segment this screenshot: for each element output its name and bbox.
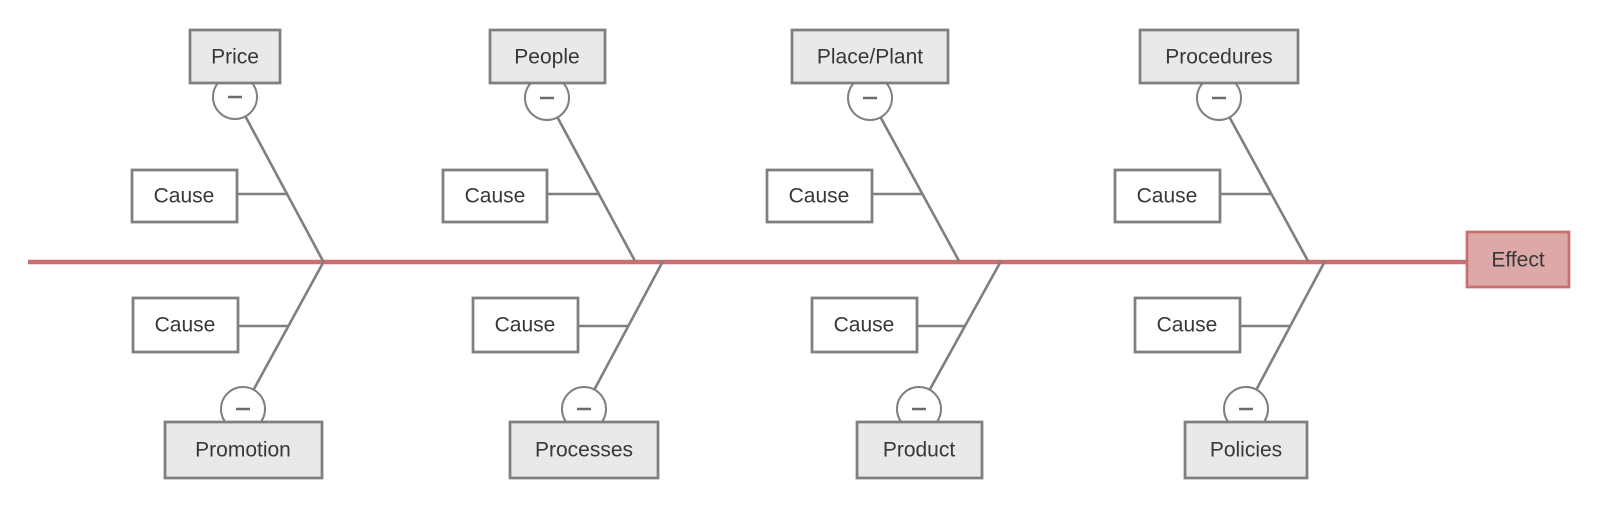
cause-shape[interactable] (1133, 296, 1242, 354)
category-box: Promotion (163, 420, 324, 480)
collapse-toggle[interactable] (524, 75, 570, 121)
cause-shape[interactable] (1113, 168, 1222, 224)
category-box: Policies (1183, 420, 1309, 480)
effect-box: Effect (1465, 230, 1571, 289)
cause-label: Cause (155, 314, 216, 337)
cause-shape[interactable] (810, 296, 919, 354)
category-shape[interactable] (188, 28, 282, 85)
cause-box: Cause (130, 168, 239, 224)
effect-label: Effect (1491, 249, 1544, 272)
category-label: Place/Plant (817, 46, 923, 69)
branch-bottom-product: Product Cause (810, 260, 1003, 480)
category-box: Place/Plant (790, 28, 950, 85)
category-label: Procedures (1165, 46, 1272, 69)
cause-label: Cause (834, 314, 895, 337)
branch-bottom-processes: Processes Cause (471, 260, 665, 480)
effect-shape[interactable] (1465, 230, 1571, 289)
cause-label: Cause (465, 185, 526, 208)
category-label: Promotion (195, 439, 291, 462)
bone-line[interactable] (233, 96, 325, 262)
branch-bottom-policies: Policies Cause (1133, 260, 1327, 480)
cause-box: Cause (765, 168, 874, 224)
cause-box: Cause (131, 296, 240, 354)
bone-line[interactable] (241, 260, 326, 410)
branch-top-place-plant: Place/Plant Cause (765, 28, 961, 262)
bone-line[interactable] (582, 260, 665, 410)
category-label: Processes (535, 439, 633, 462)
bone-line[interactable] (545, 97, 637, 262)
bone-line[interactable] (1217, 97, 1310, 262)
branch-top-price: Price Cause (130, 28, 325, 262)
cause-box: Cause (441, 168, 549, 224)
category-box: People (488, 28, 607, 85)
category-shape[interactable] (1138, 28, 1300, 85)
cause-box: Cause (471, 296, 580, 354)
bone-line[interactable] (917, 260, 1003, 410)
category-box: Processes (508, 420, 660, 480)
category-label: People (514, 46, 579, 69)
category-label: Price (211, 46, 259, 69)
category-label: Product (883, 439, 956, 462)
cause-shape[interactable] (441, 168, 549, 224)
cause-box: Cause (1133, 296, 1242, 354)
cause-shape[interactable] (131, 296, 240, 354)
cause-label: Cause (154, 185, 215, 208)
category-box: Procedures (1138, 28, 1300, 85)
category-shape[interactable] (488, 28, 607, 85)
cause-shape[interactable] (130, 168, 239, 224)
branch-top-people: People Cause (441, 28, 637, 262)
bone-line[interactable] (1244, 260, 1327, 410)
collapse-toggle[interactable] (1223, 386, 1269, 432)
category-shape[interactable] (508, 420, 660, 480)
category-box: Product (855, 420, 984, 480)
cause-shape[interactable] (471, 296, 580, 354)
cause-box: Cause (1113, 168, 1222, 224)
category-shape[interactable] (1183, 420, 1309, 480)
cause-label: Cause (1157, 314, 1218, 337)
branch-top-procedures: Procedures Cause (1113, 28, 1310, 262)
category-shape[interactable] (163, 420, 324, 480)
cause-label: Cause (789, 185, 850, 208)
category-box: Price (188, 28, 282, 85)
category-shape[interactable] (790, 28, 950, 85)
category-shape[interactable] (855, 420, 984, 480)
cause-shape[interactable] (765, 168, 874, 224)
cause-box: Cause (810, 296, 919, 354)
bone-line[interactable] (868, 97, 961, 262)
category-label: Policies (1210, 439, 1282, 462)
cause-label: Cause (495, 314, 556, 337)
cause-label: Cause (1137, 185, 1198, 208)
branch-bottom-promotion: Promotion Cause (131, 260, 326, 480)
